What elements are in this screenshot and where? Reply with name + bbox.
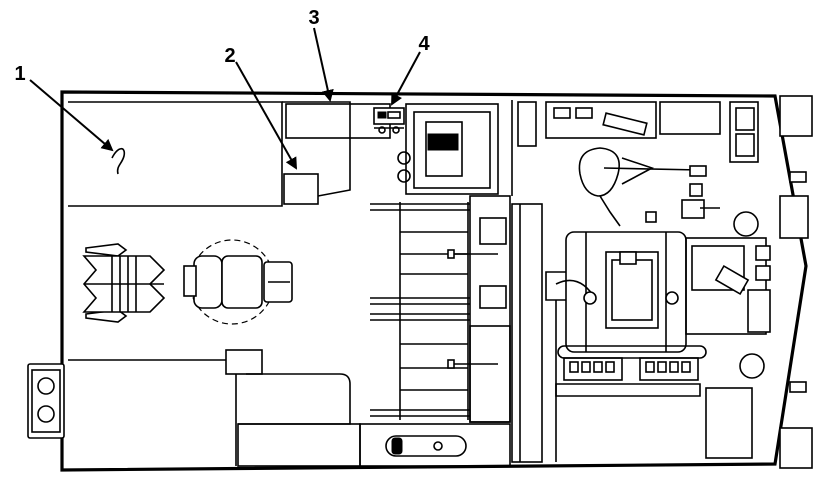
ammunition-racks xyxy=(370,195,511,423)
rear-stowage-compartment xyxy=(68,101,283,207)
folding-seat xyxy=(82,243,166,323)
turret-assembly xyxy=(545,231,771,462)
driver-compartment xyxy=(517,101,759,237)
seat-assembly xyxy=(183,239,293,325)
callout-label-3: 3 xyxy=(308,7,319,29)
center-hatch xyxy=(397,103,499,195)
hull-outline xyxy=(27,90,813,472)
lower-stowage xyxy=(68,349,511,467)
center-column xyxy=(511,100,543,463)
callout-label-2: 2 xyxy=(224,45,235,67)
callout-label-1: 1 xyxy=(14,63,25,85)
small-device xyxy=(373,107,405,134)
callout-leaders xyxy=(29,27,421,170)
callout-label-4: 4 xyxy=(418,33,430,55)
